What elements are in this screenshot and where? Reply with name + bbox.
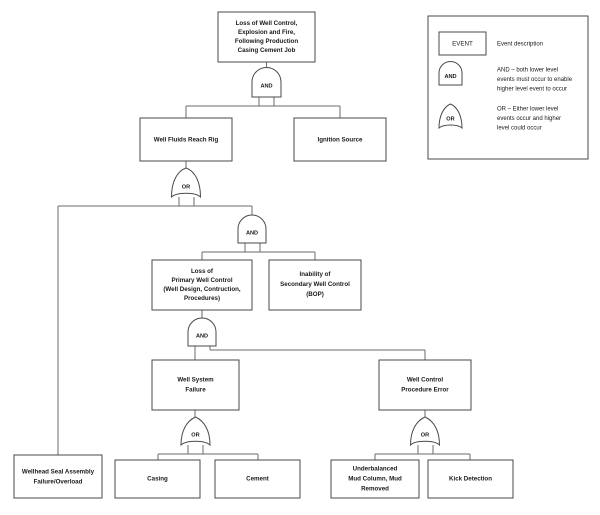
node-underbalanced-mud-column[interactable]: Underbalanced Mud Column, Mud Removed [330, 459, 420, 499]
gate-procedure-or-shape[interactable] [409, 416, 441, 447]
node-ignition-source-line-0: Ignition Source [317, 137, 363, 144]
legend-event-description: Event description [497, 42, 543, 48]
legend-or-description-line-2: level could occur [497, 126, 542, 132]
node-wellhead-seal-assembly-line-1: Failure/Overload [34, 479, 83, 486]
node-casing-line-0: Casing [147, 476, 168, 483]
gate-loss-control-and-shape[interactable] [237, 214, 267, 244]
node-well-fluids-reach-rig-box[interactable] [139, 117, 233, 162]
legend-and-description-line-1: events must occur to enable [497, 77, 573, 83]
gate-top-and-shape[interactable] [251, 67, 282, 98]
gate-top-and-label: AND [260, 83, 272, 89]
node-underbalanced-mud-column-line-0: Underbalanced [353, 466, 398, 473]
gate-primary-and-shape[interactable] [187, 317, 217, 347]
node-casing-box[interactable] [114, 459, 201, 499]
node-top-event-box[interactable] [217, 11, 316, 63]
node-inability-secondary-well-control[interactable]: Inability of Secondary Well Control (BOP… [268, 259, 362, 311]
node-well-system-failure[interactable]: Well System Failure [151, 359, 240, 411]
node-casing[interactable]: Casing [114, 459, 201, 499]
gate-procedure-or[interactable]: OR [409, 416, 441, 447]
node-well-fluids-reach-rig[interactable]: Well Fluids Reach Rig [139, 117, 233, 162]
legend-or-description-line-0: OR – Either lower level [497, 107, 558, 113]
gate-loss-control-and-label: AND [246, 230, 258, 236]
node-well-control-procedure-error-line-0: Well Control [407, 377, 444, 384]
gate-well-system-or-shape[interactable] [180, 416, 211, 447]
node-top-event-line-0: Loss of Well Control, [236, 20, 298, 27]
node-cement-box[interactable] [214, 459, 301, 499]
node-underbalanced-mud-column-line-2: Removed [361, 486, 389, 493]
gate-well-fluids-or[interactable]: OR [170, 167, 202, 199]
legend: EVENT Event description AND AND – both l… [427, 15, 589, 160]
node-ignition-source[interactable]: Ignition Source [293, 117, 387, 162]
node-well-control-procedure-error-box[interactable] [378, 359, 472, 411]
node-loss-primary-well-control-line-2: (Well Design, Contruction, [163, 286, 241, 293]
node-top-event-line-1: Explosion and Fire, [238, 29, 295, 36]
gate-loss-control-and[interactable]: AND [237, 214, 267, 244]
node-kick-detection[interactable]: Kick Detection [427, 459, 514, 499]
node-ignition-source-box[interactable] [293, 117, 387, 162]
node-wellhead-seal-assembly[interactable]: Wellhead Seal Assembly Failure/Overload [13, 454, 103, 499]
node-inability-secondary-well-control-line-1: Secondary Well Control [280, 281, 350, 288]
conn-gate-loss-legs [244, 243, 261, 252]
node-cement-line-0: Cement [246, 476, 269, 483]
gate-top-and[interactable]: AND [251, 67, 282, 98]
legend-or-gate-shape [438, 103, 463, 130]
node-top-event[interactable]: Loss of Well Control, Explosion and Fire… [217, 11, 316, 63]
connectors [57, 62, 471, 460]
conn-gate-top-legs [258, 97, 275, 106]
node-well-control-procedure-error-line-1: Procedure Error [401, 387, 449, 394]
node-top-event-line-2: Following Production [235, 38, 298, 45]
conn-gate-primary-legs [194, 346, 196, 355]
legend-and-gate-label: AND [444, 74, 456, 80]
conn-gate-wellsystem-legs [187, 445, 204, 454]
gate-well-system-or[interactable]: OR [180, 416, 211, 447]
node-well-system-failure-line-1: Failure [185, 387, 206, 394]
node-loss-primary-well-control-line-1: Primary Well Control [171, 277, 232, 284]
gate-procedure-or-label: OR [421, 432, 429, 438]
gate-well-fluids-or-label: OR [182, 184, 190, 190]
node-loss-primary-well-control-line-3: Procedures) [184, 295, 220, 302]
node-well-system-failure-line-0: Well System [177, 377, 214, 384]
node-wellhead-seal-assembly-line-0: Wellhead Seal Assembly [22, 469, 95, 476]
node-kick-detection-line-0: Kick Detection [449, 476, 492, 483]
node-well-fluids-reach-rig-line-0: Well Fluids Reach Rig [154, 137, 219, 144]
node-cement[interactable]: Cement [214, 459, 301, 499]
node-inability-secondary-well-control-box[interactable] [268, 259, 362, 311]
legend-or-gate-label: OR [446, 116, 454, 122]
node-top-event-line-3: Casing Cement Job [238, 47, 296, 54]
node-loss-primary-well-control-box[interactable] [151, 259, 253, 311]
node-well-control-procedure-error[interactable]: Well Control Procedure Error [378, 359, 472, 411]
gate-well-system-or-label: OR [191, 432, 199, 438]
conn-gate-procedure-legs [417, 445, 434, 454]
node-well-system-failure-box[interactable] [151, 359, 240, 411]
gate-primary-and[interactable]: AND [187, 317, 217, 347]
gate-well-fluids-or-shape[interactable] [170, 167, 202, 199]
legend-and-description-line-0: AND – both lower level [497, 68, 558, 74]
node-loss-primary-well-control-line-0: Loss of [191, 268, 214, 275]
node-underbalanced-mud-column-line-1: Mud Column, Mud [348, 476, 402, 483]
node-kick-detection-box[interactable] [427, 459, 514, 499]
legend-event-box [438, 31, 487, 56]
legend-and-gate-shape [438, 61, 463, 86]
legend-event-box-label: EVENT [452, 41, 473, 48]
node-loss-primary-well-control[interactable]: Loss of Primary Well Control (Well Desig… [151, 259, 253, 311]
legend-or-description-line-1: events occur and higher [497, 116, 561, 122]
node-underbalanced-mud-column-box[interactable] [330, 459, 420, 499]
node-inability-secondary-well-control-line-2: (BOP) [306, 291, 324, 298]
legend-and-description-line-2: higher level event to occur [497, 87, 567, 93]
node-inability-secondary-well-control-line-0: Inability of [300, 271, 332, 278]
gate-primary-and-label: AND [196, 333, 208, 339]
conn-gate-wellfluids-legs [178, 197, 195, 206]
node-wellhead-seal-assembly-box[interactable] [13, 454, 103, 499]
